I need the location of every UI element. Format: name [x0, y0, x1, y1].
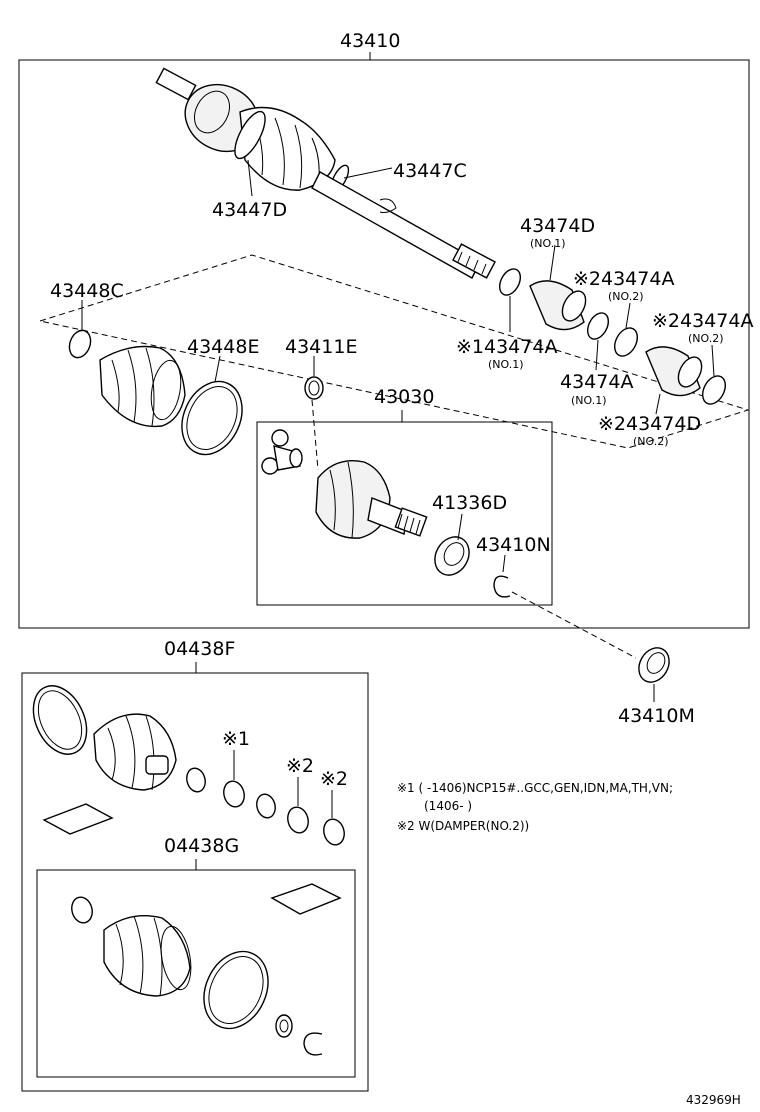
kit-F-clamp-1	[186, 767, 206, 793]
kit-box-04438F	[21, 672, 369, 1092]
figure-id: 432969H	[686, 1093, 741, 1107]
clamp-43474A-no2-left	[614, 327, 638, 357]
clamp-43474A-no1-right	[586, 312, 610, 340]
label-43474A-no1-b: 43474A	[560, 371, 633, 393]
kit-F-clamp-4	[287, 806, 309, 834]
snap-ring-43411E	[304, 376, 324, 400]
label-43447C: 43447C	[393, 160, 467, 182]
damper-43474D-no2	[645, 346, 703, 397]
inner-joint-housing	[315, 460, 428, 539]
kit-F-clamp-2	[223, 780, 245, 808]
label-43474A-no2-b: ※243474A	[652, 310, 753, 332]
clamp-43448E	[181, 380, 243, 456]
kit-G-grease-pack	[270, 883, 342, 915]
label-43411E: 43411E	[285, 336, 357, 358]
kit-F-grease-pack	[42, 803, 114, 835]
kit-G-clamp	[71, 896, 93, 924]
label-43030: 43030	[374, 386, 434, 408]
label-43474A-no1-b-sub: (NO.1)	[571, 394, 607, 407]
label-04438F: 04438F	[164, 638, 235, 660]
inner-boot	[99, 345, 186, 428]
label-43474A-no1-a-sub: (NO.1)	[488, 358, 524, 371]
boot-kit-outline	[38, 254, 750, 449]
note-line-3: ※2 W(DAMPER(NO.2))	[397, 819, 529, 833]
label-43474A-no2-a-sub: (NO.2)	[608, 290, 644, 303]
note-line-1: ※1 ( -1406)NCP15#..GCC,GEN,IDN,MA,TH,VN;	[397, 781, 673, 795]
clamp-43448C	[68, 329, 92, 359]
kit-F-boot	[93, 713, 177, 791]
clamp-43474A-no1-left	[498, 268, 522, 296]
label-43474A-no1-a: ※143474A	[456, 336, 557, 358]
note-line-2: (1406- )	[424, 799, 472, 813]
assembly-box-43410	[18, 59, 750, 629]
label-04438G: 04438G	[164, 835, 239, 857]
kit-F-large-clamp	[32, 685, 88, 755]
mark-2b: ※2	[320, 768, 348, 790]
label-43474A-no2-a: ※243474A	[573, 268, 674, 290]
label-43447D: 43447D	[212, 199, 287, 221]
damper-43474D-no1	[529, 280, 587, 331]
seal-41336D	[434, 536, 470, 576]
kit-F-clamp-3	[256, 793, 276, 819]
label-43410N: 43410N	[476, 534, 551, 556]
mark-2a: ※2	[286, 755, 314, 777]
inner-joint-box-43030	[256, 421, 553, 606]
tripod-joint	[261, 429, 303, 475]
label-43474D-no2-sub: (NO.2)	[633, 435, 669, 448]
kit-G-boot	[103, 915, 192, 997]
label-41336D: 41336D	[432, 492, 507, 514]
label-43474A-no2-b-sub: (NO.2)	[688, 332, 724, 345]
clamp-43474A-no2-right	[702, 375, 726, 405]
kit-F-clamp-5	[323, 818, 345, 846]
label-43474D-no2: ※243474D	[598, 413, 701, 435]
seal-43410M	[638, 647, 670, 683]
outer-joint-shaft	[155, 67, 496, 279]
label-43448C: 43448C	[50, 280, 124, 302]
snap-ring-43410N	[493, 575, 511, 598]
kit-G-large-clamp	[203, 950, 269, 1030]
label-43448E: 43448E	[187, 336, 259, 358]
mark-1: ※1	[222, 728, 250, 750]
kit-G-snap-ring	[275, 1014, 293, 1038]
label-43474D-no1: 43474D	[520, 215, 595, 237]
label-43410: 43410	[340, 30, 400, 52]
label-43474D-no1-sub: (NO.1)	[530, 237, 566, 250]
label-43410M: 43410M	[618, 705, 695, 727]
kit-G-circlip	[303, 1032, 323, 1056]
